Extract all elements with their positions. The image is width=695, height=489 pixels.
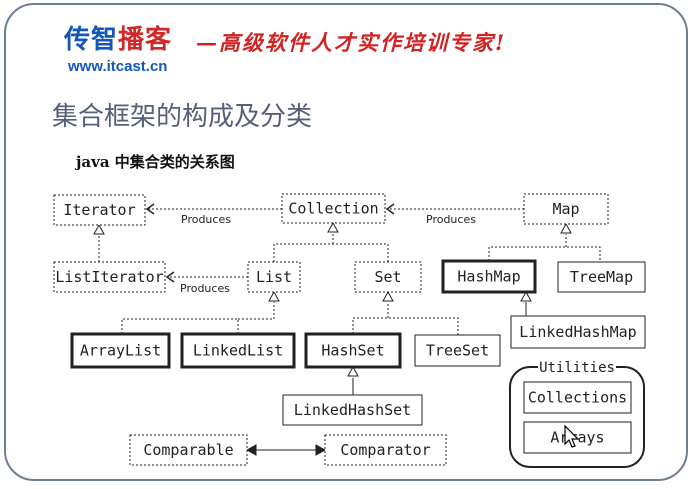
brand-logo-blue: 传智 <box>64 25 119 55</box>
comparable-box <box>129 434 248 466</box>
list-label: List <box>256 268 292 286</box>
produces-label-2: Produces <box>426 213 476 226</box>
collections-box <box>523 381 632 414</box>
tree-set-box <box>414 334 501 367</box>
edge-map-bus <box>488 246 601 262</box>
edge-list-bus <box>121 318 239 334</box>
hash-map-box <box>441 259 537 294</box>
arrowhead-listiterator <box>165 271 175 283</box>
arrays-box <box>523 421 632 454</box>
iterator-box <box>53 194 146 226</box>
arrowhead-collection <box>385 203 395 215</box>
brand-website: www.itcast.cn <box>68 58 168 75</box>
utilities-label-bg <box>538 358 616 376</box>
diagram-title: java 中集合类的关系图 <box>76 153 235 171</box>
hash-set-label: HashSet <box>321 342 384 360</box>
arrays-label: Arrays <box>550 429 604 447</box>
linked-hash-map-label: LinkedHashMap <box>519 323 636 341</box>
hash-set-box <box>304 332 402 369</box>
array-list-box <box>70 332 171 369</box>
linked-hash-set-label: LinkedHashSet <box>294 401 411 419</box>
collections-label: Collections <box>528 389 627 407</box>
array-list-label: ArrayList <box>80 342 161 360</box>
brand-logo-red: 播客 <box>118 25 173 55</box>
comparable-label: Comparable <box>143 441 233 459</box>
triangle-iterator <box>93 223 105 235</box>
tree-map-box <box>557 261 646 293</box>
hash-map-label: HashMap <box>457 268 520 286</box>
collection-box <box>281 193 386 224</box>
comparator-label: Comparator <box>340 441 430 459</box>
slogan: —高级软件人才实作培训专家! <box>196 30 507 55</box>
iterator-label: Iterator <box>63 201 135 219</box>
produces-label-3: Produces <box>180 282 230 295</box>
triangle-map <box>560 222 572 234</box>
list-iterator-box <box>53 261 166 293</box>
edge-set-bus <box>352 317 459 335</box>
linked-list-label: LinkedList <box>193 342 283 360</box>
linked-list-box <box>180 332 296 369</box>
produces-label-1: Produces <box>181 213 231 226</box>
tree-map-label: TreeMap <box>570 268 633 286</box>
arrowhead-iterator <box>145 203 155 215</box>
triangle-set <box>382 290 394 302</box>
slide-title: 集合框架的构成及分类 <box>52 102 313 132</box>
linked-hash-map-box <box>510 315 646 349</box>
arrowheads-comparable-comparator <box>245 444 327 456</box>
map-label: Map <box>552 200 579 218</box>
list-iterator-label: ListIterator <box>55 268 163 286</box>
comparator-box <box>324 434 447 466</box>
set-box <box>354 261 422 293</box>
set-label: Set <box>374 268 401 286</box>
linked-hash-set-box <box>282 394 423 426</box>
utilities-label: Utilities <box>539 360 615 376</box>
triangle-hashmap <box>520 290 532 302</box>
triangle-hashset <box>347 365 359 377</box>
collection-label: Collection <box>288 200 378 218</box>
triangle-collection <box>327 221 339 233</box>
mouse-pointer-icon <box>564 424 580 448</box>
map-box <box>523 193 609 225</box>
brand-logo: 传智播客 <box>64 25 172 55</box>
triangle-list <box>268 290 280 302</box>
edge-list-set-bus <box>273 243 389 262</box>
list-box <box>247 261 301 293</box>
tree-set-label: TreeSet <box>426 342 489 360</box>
